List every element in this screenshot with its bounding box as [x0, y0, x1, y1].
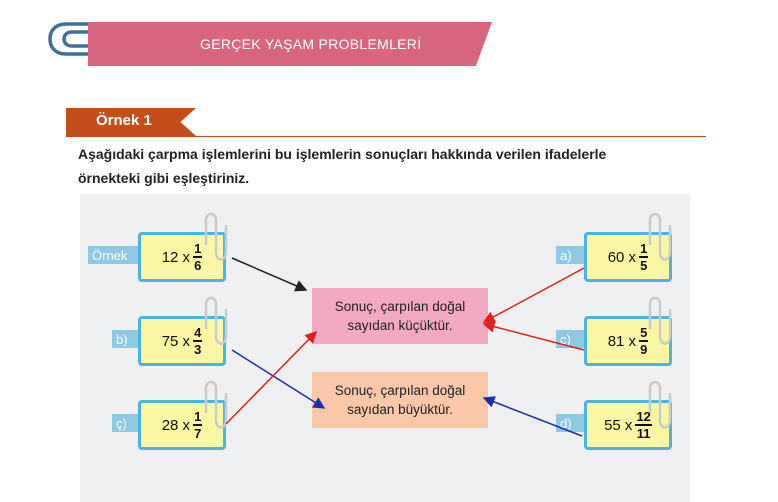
denominator: 7 [194, 425, 202, 441]
card-tag-d: d) [556, 414, 590, 432]
result-text-line-1: Sonuç, çarpılan doğal [334, 299, 466, 314]
arrow-c-cedilla [225, 330, 318, 425]
result-text-line-1: Sonuç, çarpılan doğal [334, 383, 466, 398]
denominator: 11 [636, 425, 651, 441]
denominator: 6 [194, 257, 202, 273]
card-whole: 75 x [161, 332, 191, 350]
card-whole: 81 x [607, 332, 637, 350]
paperclip-icon [648, 380, 672, 429]
result-text-line-2: sayıdan büyüktür. [347, 402, 453, 417]
paperclip-icon [204, 296, 228, 345]
card-whole: 60 x [607, 248, 637, 266]
arrow-d [482, 396, 583, 437]
denominator: 9 [640, 341, 648, 357]
card-tag-ornek: Örnek [88, 246, 140, 264]
result-box-smaller: Sonuç, çarpılan doğal sayıdan küçüktür. [312, 288, 488, 344]
card-tag-b: b) [112, 330, 142, 348]
card-whole: 55 x [604, 416, 633, 434]
paperclip-icon [648, 296, 672, 345]
paperclip-icon [648, 212, 672, 261]
paperclip-icon [204, 212, 228, 261]
result-box-larger: Sonuç, çarpılan doğal sayıdan büyüktür. [312, 372, 488, 428]
numerator: 12 [636, 409, 651, 425]
arrow-b [231, 349, 326, 409]
denominator: 5 [640, 257, 648, 273]
card-tag-a: a) [556, 246, 590, 264]
card-tag-c-cedilla: ç) [112, 414, 142, 432]
card-tag-c: c) [556, 330, 590, 348]
arrow-ornek [231, 257, 308, 292]
numerator: 4 [194, 325, 202, 341]
arrow-a [482, 267, 585, 323]
example-tab [66, 108, 196, 136]
numerator: 1 [194, 241, 202, 257]
paperclip-icon [204, 380, 228, 429]
divider [66, 136, 706, 137]
numerator: 5 [640, 325, 648, 341]
result-text-line-2: sayıdan küçüktür. [347, 318, 453, 333]
instruction-line-1: Aşağıdaki çarpma işlemlerini bu işlemler… [78, 146, 607, 162]
header-banner [88, 22, 492, 66]
page-title: GERÇEK YAŞAM PROBLEMLERİ [200, 36, 422, 52]
instruction: Aşağıdaki çarpma işlemlerini bu işlemler… [78, 142, 718, 190]
example-tab-label: Örnek 1 [96, 112, 152, 129]
card-whole: 12 x [161, 248, 191, 266]
denominator: 3 [194, 341, 202, 357]
arrow-c [482, 320, 585, 351]
instruction-line-2: örnekteki gibi eşleştiriniz. [78, 170, 250, 186]
numerator: 1 [640, 241, 648, 257]
numerator: 1 [194, 409, 202, 425]
card-whole: 28 x [161, 416, 191, 434]
